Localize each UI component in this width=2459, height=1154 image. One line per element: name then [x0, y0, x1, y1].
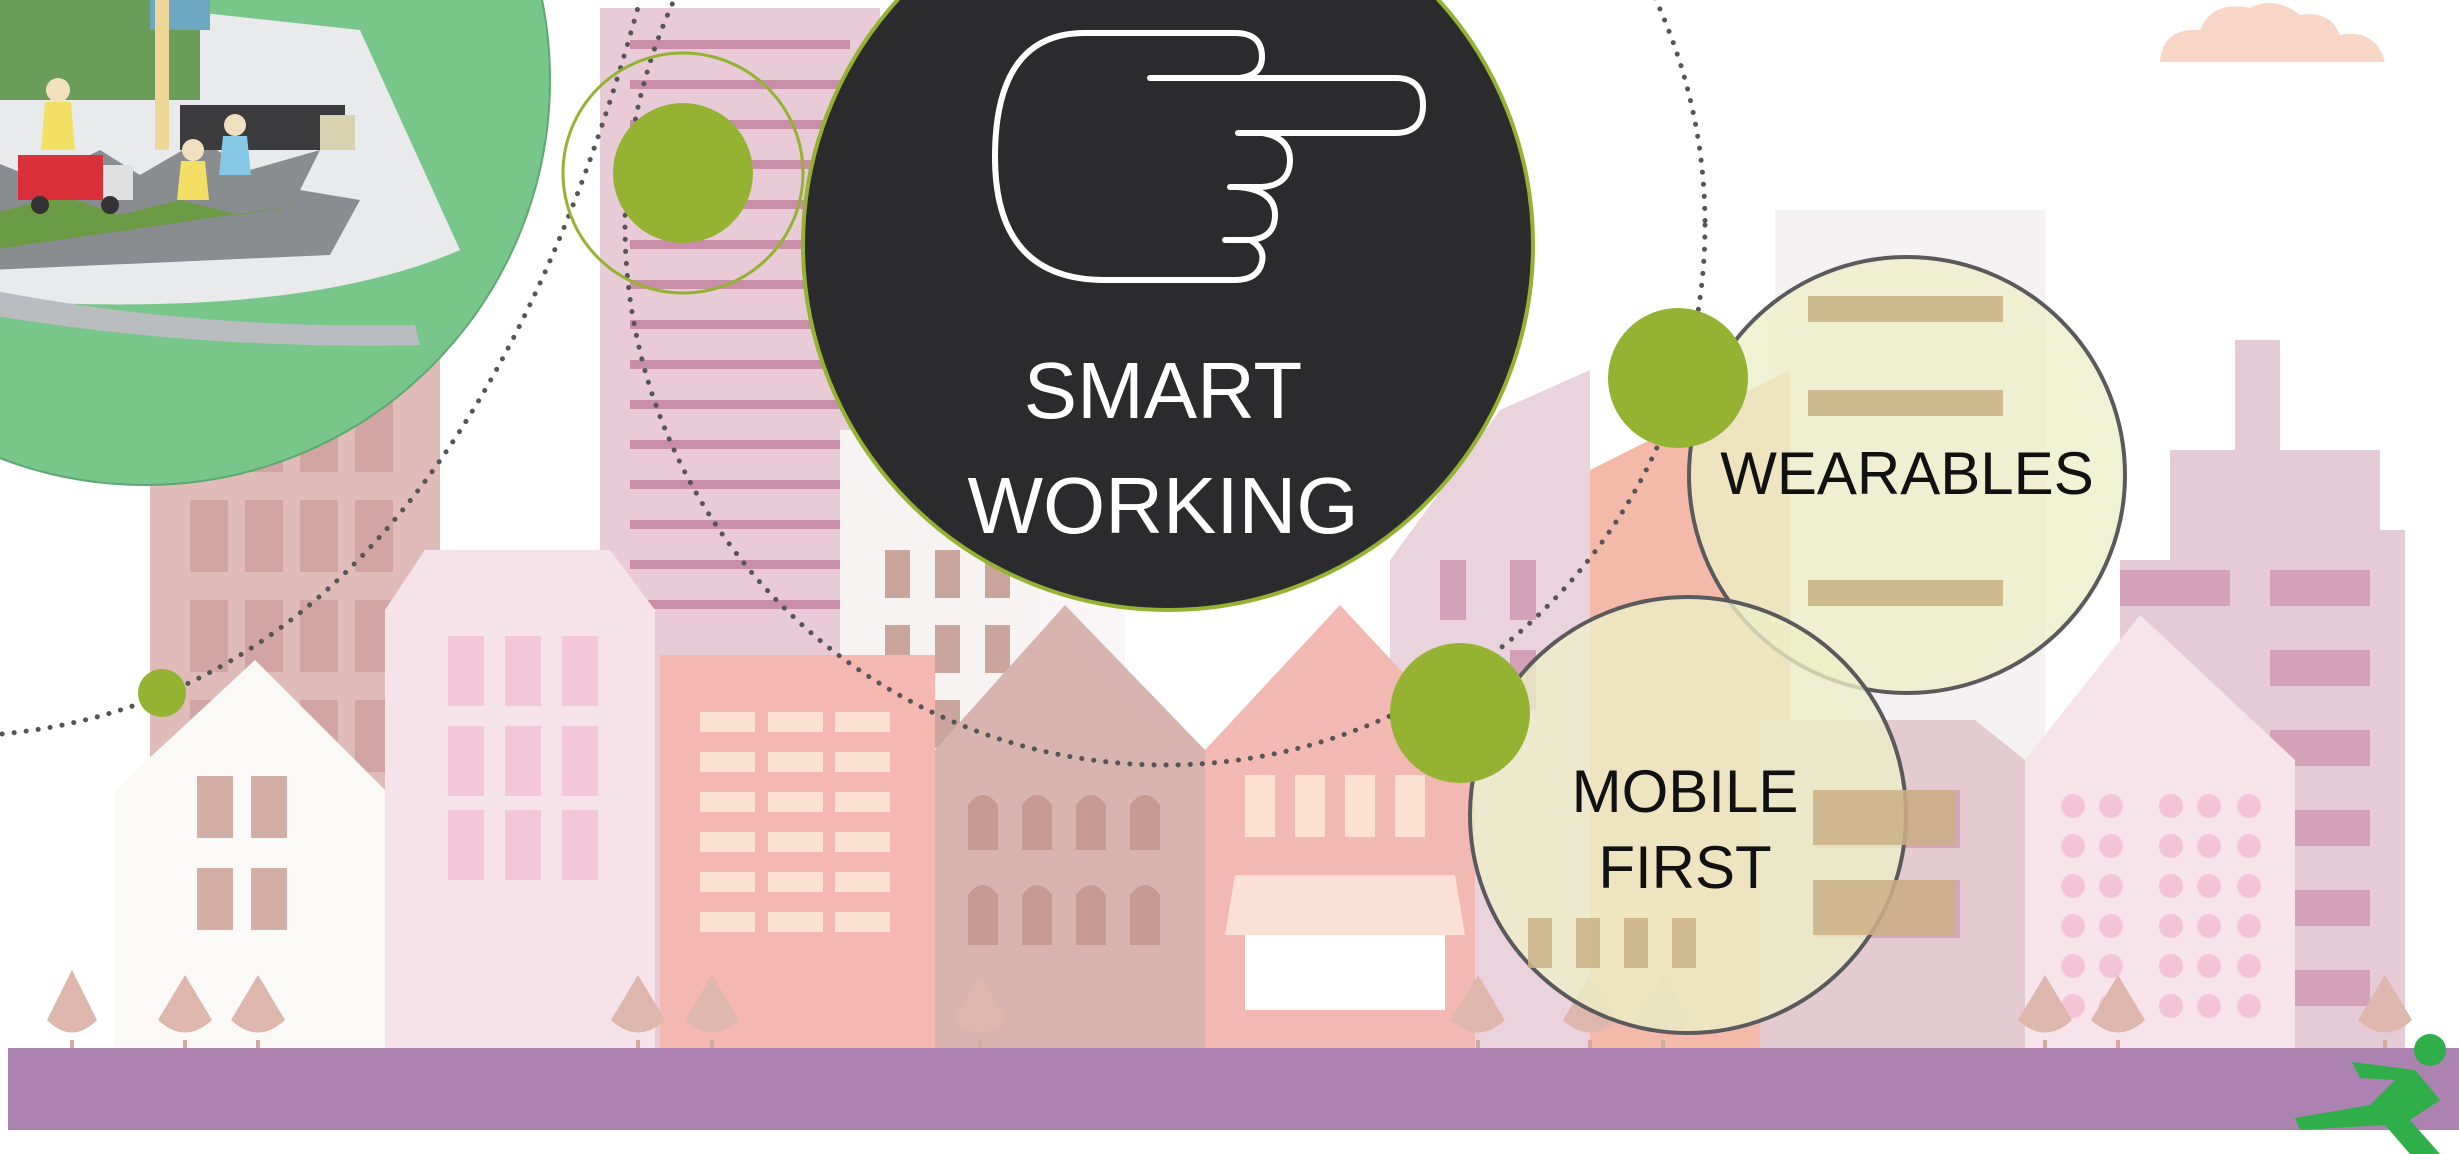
- smart-working-badge[interactable]: SMART WORKING: [801, 0, 1535, 612]
- street-strip: [8, 1048, 2459, 1130]
- orbit-inner: [622, 0, 1708, 768]
- orbit-nodes: [138, 51, 805, 717]
- house: [1205, 605, 1475, 1050]
- wearables-label: WEARABLES: [1720, 440, 2093, 507]
- orbit-outer: [0, 0, 643, 737]
- person-figure: [41, 78, 75, 150]
- house: [385, 550, 655, 1050]
- orbit-paths: [0, 0, 1708, 768]
- city-background: [8, 2, 2459, 1130]
- house: [935, 605, 1205, 1050]
- pointing-hand-icon: [992, 30, 1426, 283]
- title-line-2: WORKING: [967, 461, 1358, 550]
- person-figure: [177, 139, 209, 200]
- building: [660, 655, 935, 1050]
- wearables-node: [1608, 308, 1748, 448]
- mobile-first-bubble[interactable]: MOBILE FIRST: [1468, 595, 1956, 1035]
- wearables-bubble[interactable]: WEARABLES: [1687, 255, 2127, 695]
- node-ring: [561, 51, 805, 295]
- house: [115, 660, 385, 1050]
- house: [2025, 615, 2295, 1050]
- city-map-circle: [0, 0, 551, 486]
- runner-icon: [2295, 1034, 2446, 1154]
- person-figure: [219, 114, 251, 175]
- mobile-first-node: [1390, 643, 1530, 783]
- node-dot: [613, 103, 753, 243]
- mobile-first-label-line1: MOBILE: [1572, 758, 1799, 825]
- mobile-first-label-line2: FIRST: [1598, 834, 1771, 901]
- node-dot-small: [138, 669, 186, 717]
- cloud-shape: [2160, 2, 2385, 62]
- title-line-1: SMART: [1024, 346, 1303, 435]
